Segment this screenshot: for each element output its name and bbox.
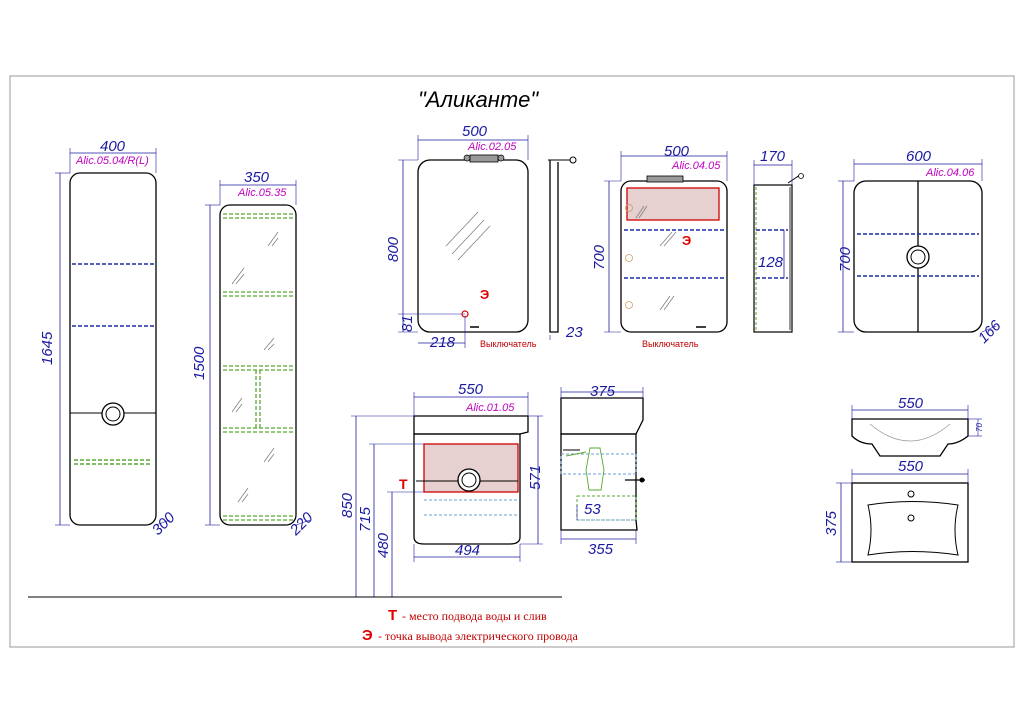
legend: Т - место подвода воды и слив Э - точка … — [362, 607, 579, 644]
mirror-cabinet-height: 700 — [591, 244, 608, 270]
tall-cabinet-code: Alic.05.04/R(L) — [75, 155, 149, 167]
vanity-side-inner: 53 — [584, 501, 601, 518]
legend-water-symbol: Т — [388, 607, 397, 624]
vanity-width: 550 — [458, 381, 484, 398]
drawing-title: "Аликанте" — [418, 87, 539, 112]
sink-front-width: 550 — [898, 395, 924, 412]
mirror-switch-offset: 218 — [429, 334, 456, 351]
legend-water-text: - место подвода воды и слив — [402, 609, 547, 623]
vanity-code: Alic.01.05 — [465, 402, 515, 414]
mirror-switch-label: Выключатель — [480, 339, 537, 349]
vanity-bottom-width: 494 — [455, 542, 480, 559]
tall-cabinet-width: 400 — [100, 138, 126, 155]
mirror-cabinet-switch-label: Выключатель — [642, 339, 699, 349]
wall-cabinet-height: 700 — [837, 246, 854, 272]
mirror-cabinet-depth: 170 — [760, 148, 786, 165]
mirror — [398, 135, 577, 348]
vanity-handle-icon — [457, 468, 481, 492]
legend-electric-text: - точка вывода электрического провода — [378, 629, 579, 643]
mirror-cabinet-width: 500 — [664, 143, 690, 160]
faucet-hole-icon — [907, 490, 915, 498]
mirror-cabinet-code: Alic.04.05 — [671, 160, 721, 172]
glass-cabinet — [205, 180, 311, 526]
glass-cabinet-width: 350 — [244, 169, 270, 186]
sink-top — [836, 469, 969, 563]
sheet-frame — [9, 75, 1015, 648]
wall-cabinet-depth: 166 — [975, 317, 1005, 347]
vanity-side — [560, 387, 645, 544]
mirror-width: 500 — [462, 123, 488, 140]
wall-cabinet-width: 600 — [906, 148, 932, 165]
vanity-side-bottom-depth: 355 — [588, 541, 614, 558]
siphon-icon — [585, 447, 605, 491]
sink-top-width: 550 — [898, 458, 924, 475]
wall-cabinet — [838, 159, 997, 333]
sink-front — [851, 405, 982, 457]
glass-cabinet-code: Alic.05.35 — [237, 187, 287, 199]
vanity-t-marker: Т — [399, 476, 408, 492]
sink-top-depth: 375 — [823, 510, 840, 536]
tall-cabinet-depth: 300 — [149, 509, 179, 539]
mirror-depth: 23 — [565, 324, 583, 341]
vanity-height-850: 850 — [339, 492, 356, 518]
mirror-cabinet-shelf-height: 128 — [758, 254, 784, 271]
sink-front-height: 70 — [975, 423, 984, 432]
glass-cabinet-depth: 220 — [286, 509, 317, 540]
wall-cabinet-code: Alic.04.06 — [925, 167, 975, 179]
vanity-side-depth: 375 — [590, 383, 616, 400]
glass-cabinet-height: 1500 — [191, 346, 208, 380]
mirror-height: 800 — [385, 236, 402, 262]
vanity-height-715: 715 — [357, 506, 374, 532]
mirror-lamp-icon — [469, 154, 499, 163]
vanity-cabinet-height: 571 — [527, 465, 544, 490]
mirror-cabinet — [604, 151, 804, 333]
vanity-height-480: 480 — [375, 532, 392, 558]
handle-icon — [101, 402, 125, 426]
wall-cabinet-handle-icon — [906, 245, 930, 269]
vanity-front — [351, 392, 543, 597]
drain-icon — [907, 514, 915, 522]
tall-cabinet — [55, 148, 171, 526]
mirror-switch-height: 81 — [399, 315, 416, 332]
mirror-code: Alic.02.05 — [467, 141, 517, 153]
tall-cabinet-height: 1645 — [39, 331, 56, 365]
mirror-e-marker: Э — [480, 287, 489, 302]
mirror-cabinet-e-marker: Э — [682, 233, 691, 248]
legend-electric-symbol: Э — [362, 627, 373, 644]
